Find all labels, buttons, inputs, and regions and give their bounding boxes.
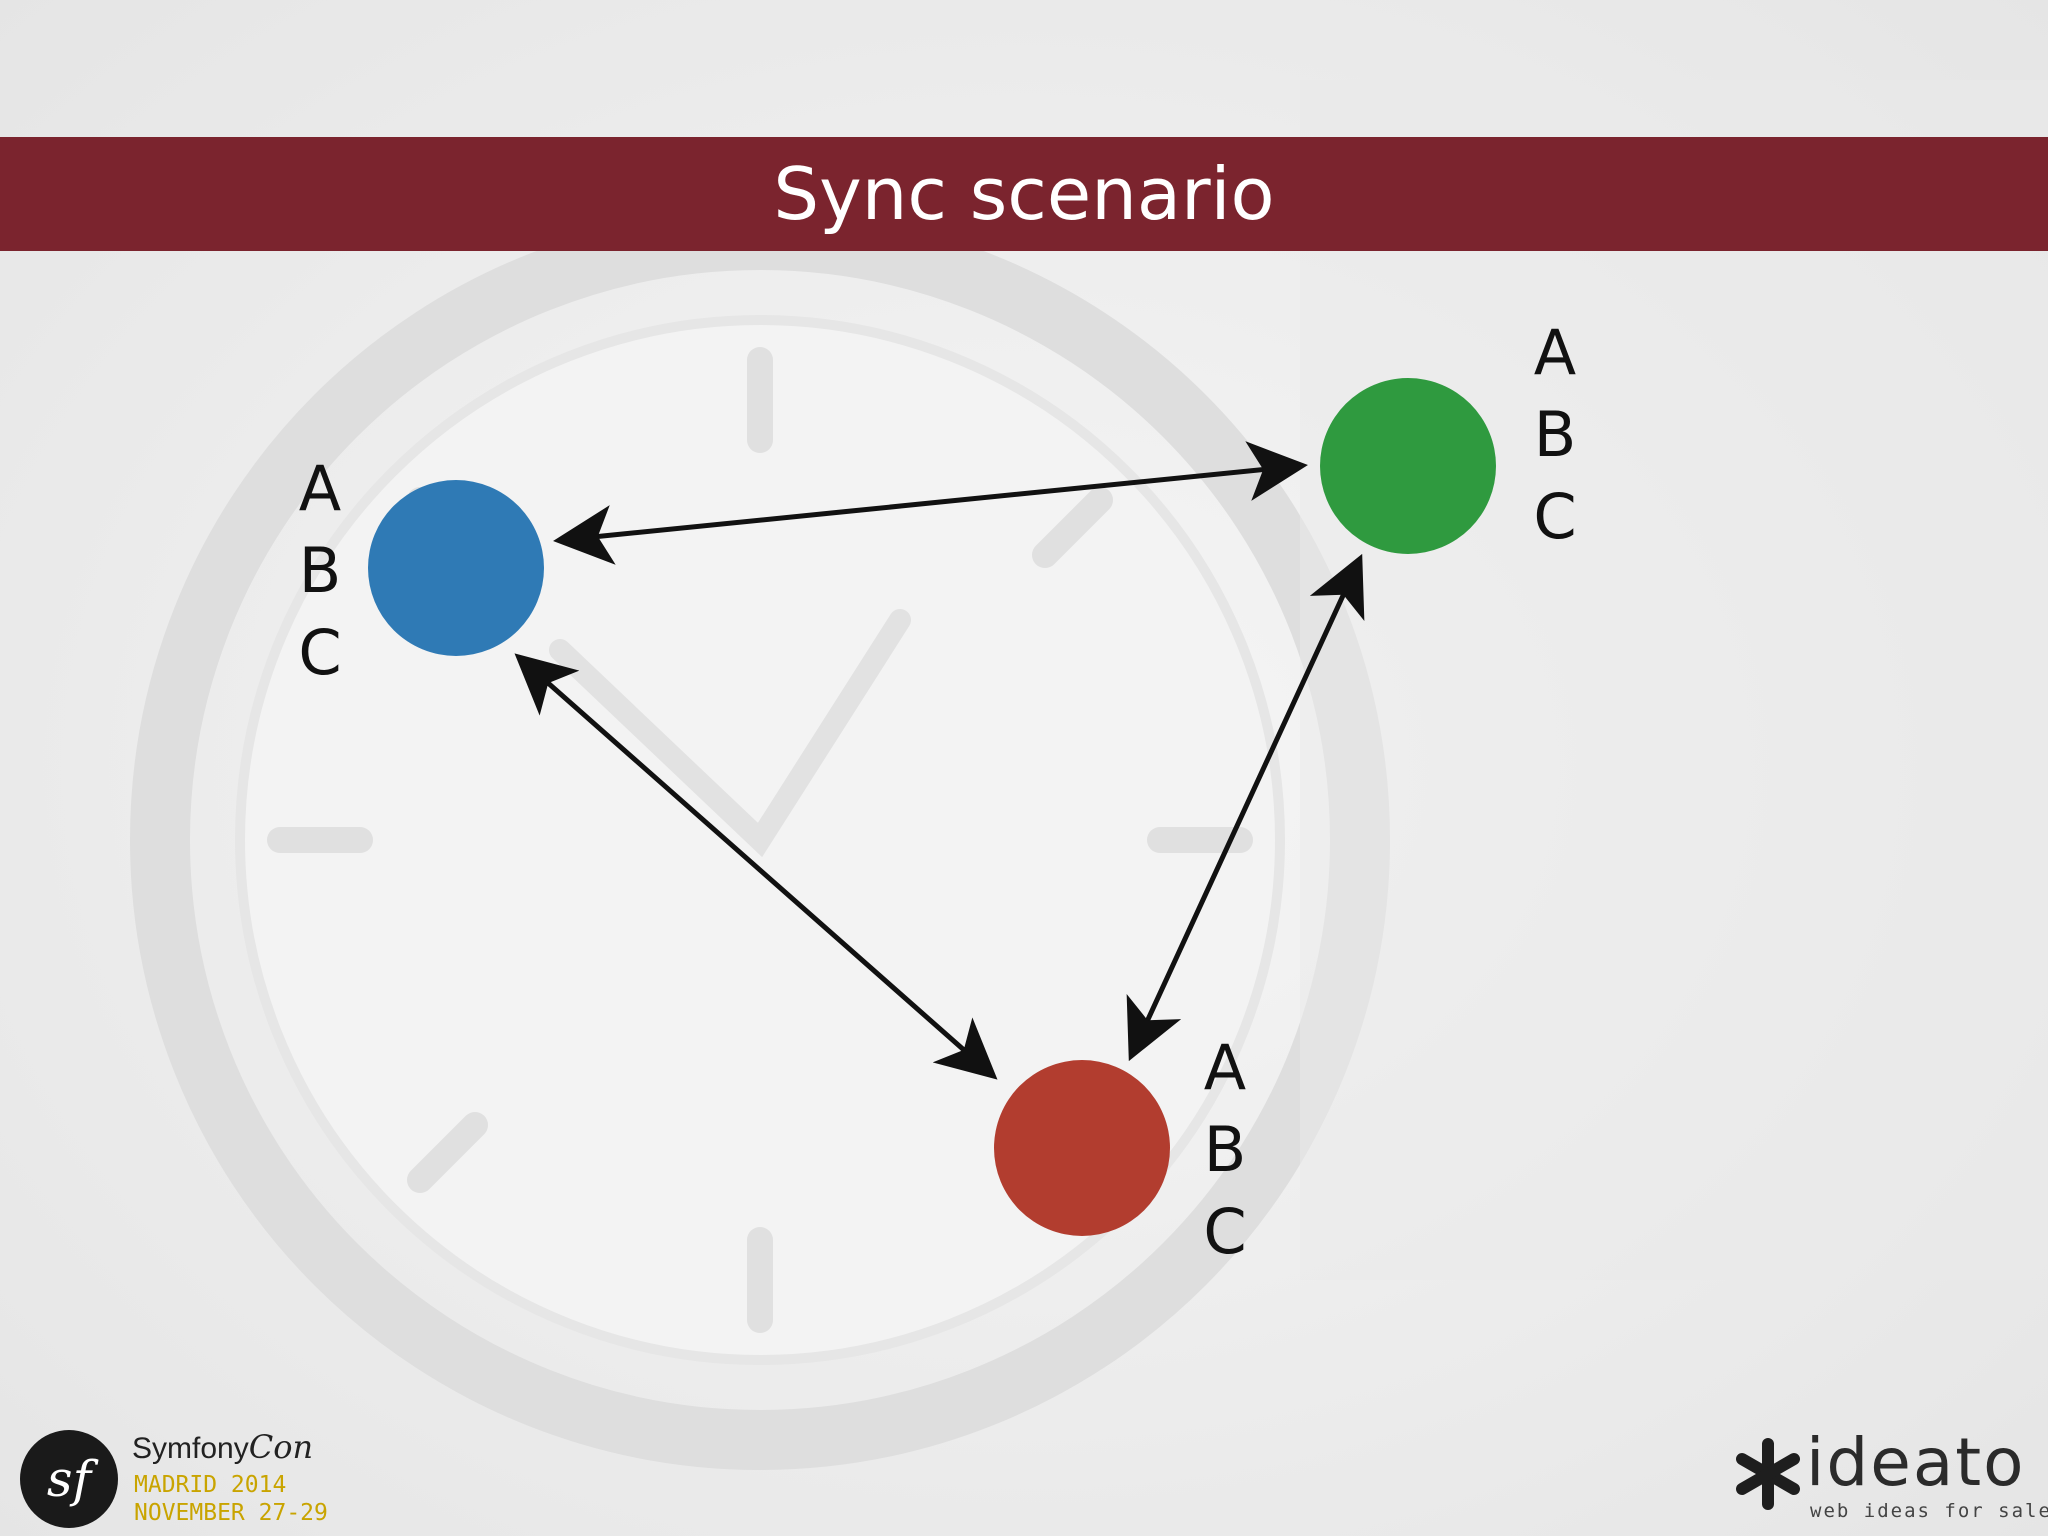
conference-city: MADRID 2014	[134, 1472, 287, 1498]
label-a: A	[1533, 316, 1577, 389]
label-c: C	[298, 616, 342, 689]
node-blue-labels: A B C	[285, 448, 355, 694]
ideato-tagline: web ideas for sale	[1810, 1500, 2048, 1522]
label-c: C	[1203, 1195, 1247, 1268]
label-b: B	[1203, 1113, 1247, 1186]
node-green	[1320, 378, 1496, 554]
ideato-wordmark: ideato	[1806, 1424, 2026, 1501]
conference-dates: NOVEMBER 27-29	[134, 1500, 328, 1526]
asterisk-icon	[1736, 1438, 1800, 1510]
edge-green-red-arrow	[1126, 553, 1365, 1062]
label-a: A	[1203, 1031, 1247, 1104]
edge-blue-red-arrow	[514, 653, 998, 1080]
symfonycon-name-suffix: Con	[248, 1428, 314, 1466]
symfonycon-logo: sf SymfonyCon MADRID 2014 NOVEMBER 27-29	[20, 1422, 340, 1532]
node-blue	[368, 480, 544, 656]
label-b: B	[1533, 398, 1577, 471]
slide-title: Sync scenario	[773, 152, 1275, 236]
label-c: C	[1533, 480, 1577, 553]
symfonycon-name-main: Symfony	[132, 1432, 249, 1465]
symfony-badge-icon: sf	[20, 1430, 118, 1528]
symfonycon-name: SymfonyCon	[132, 1428, 313, 1466]
node-green-labels: A B C	[1520, 312, 1590, 558]
ideato-logo: ideato web ideas for sale	[1724, 1424, 2048, 1530]
node-red-labels: A B C	[1190, 1027, 1260, 1273]
title-bar: Sync scenario	[0, 137, 2048, 251]
node-red	[994, 1060, 1170, 1236]
edge-blue-green-arrow	[553, 441, 1308, 565]
label-a: A	[298, 452, 342, 525]
label-b: B	[298, 534, 342, 607]
